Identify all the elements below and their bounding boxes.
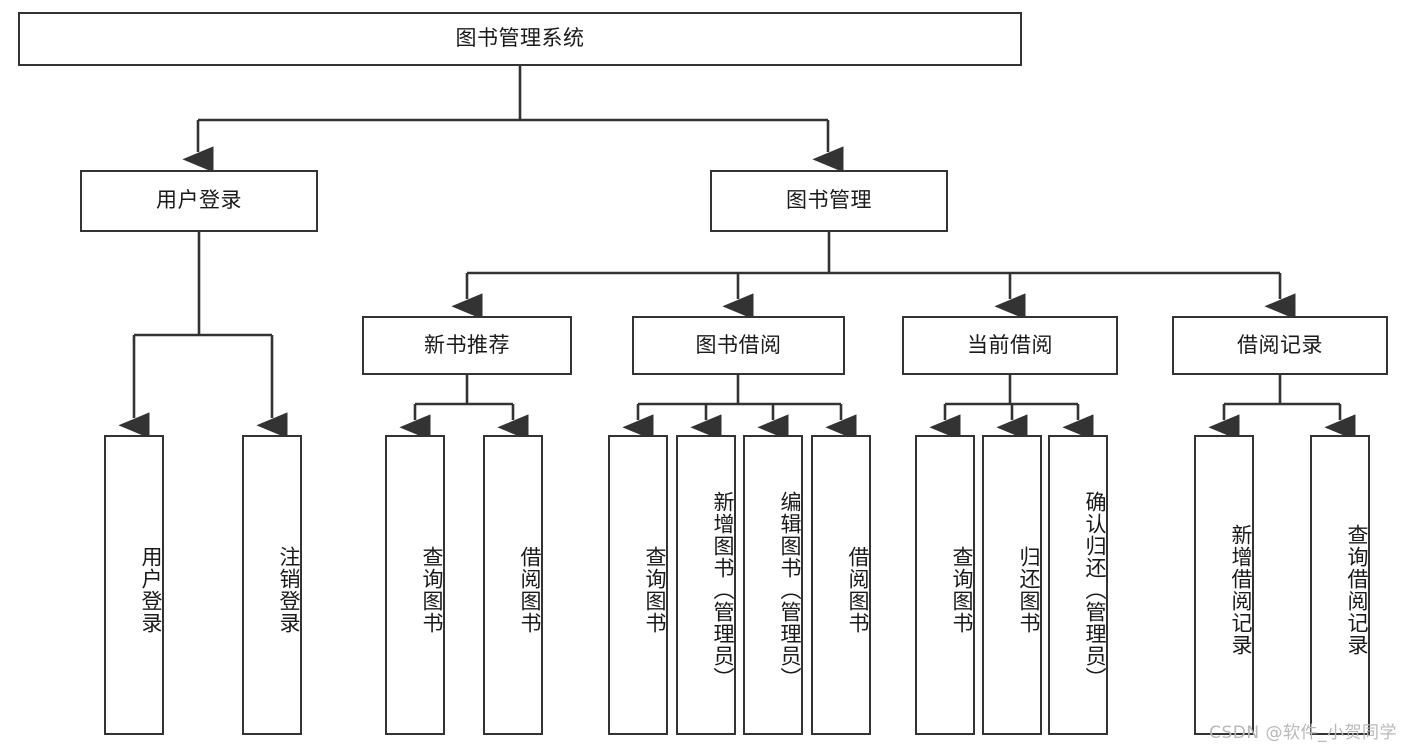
- node-user-login[interactable]: 用户登录: [80, 170, 318, 232]
- node-label: 查询图书: [643, 546, 667, 634]
- leaf-new-book-query-books[interactable]: 查询图书: [385, 435, 445, 735]
- csdn-watermark: CSDN @软件_小贺同学: [1209, 723, 1397, 743]
- node-label: 查询图书: [420, 546, 444, 634]
- leaf-new-book-borrow-books[interactable]: 借阅图书: [483, 435, 543, 735]
- leaf-current-borrow-confirm-return-admin[interactable]: 确认归还（管理员）: [1048, 435, 1108, 735]
- node-label: 借阅图书: [846, 546, 870, 634]
- node-label: 图书管理: [786, 188, 872, 213]
- node-label: 新增借阅记录: [1229, 524, 1253, 656]
- node-label: 注销登录: [277, 546, 301, 634]
- node-label: 借阅记录: [1237, 332, 1323, 357]
- node-label: 图书借阅: [695, 332, 782, 357]
- leaf-borrow-record-query-record[interactable]: 查询借阅记录: [1310, 435, 1370, 735]
- node-new-book-recommend[interactable]: 新书推荐: [362, 316, 572, 375]
- leaf-borrow-record-add-record[interactable]: 新增借阅记录: [1194, 435, 1254, 735]
- leaf-book-borrow-query-books[interactable]: 查询图书: [608, 435, 668, 735]
- node-label: 当前借阅: [967, 332, 1053, 357]
- leaf-current-borrow-return-books[interactable]: 归还图书: [982, 435, 1042, 735]
- leaf-book-borrow-add-book-admin[interactable]: 新增图书（管理员）: [676, 435, 736, 735]
- leaf-book-borrow-borrow-books[interactable]: 借阅图书: [811, 435, 871, 735]
- node-label: 新增图书（管理员）: [711, 491, 735, 689]
- leaf-user-login-logout[interactable]: 注销登录: [242, 435, 302, 735]
- node-current-borrow[interactable]: 当前借阅: [902, 316, 1118, 375]
- node-label: 新书推荐: [424, 332, 510, 357]
- node-label: 编辑图书（管理员）: [778, 491, 802, 689]
- node-root-book-management-system[interactable]: 图书管理系统: [18, 12, 1022, 66]
- node-label: 查询借阅记录: [1345, 524, 1369, 656]
- leaf-book-borrow-edit-book-admin[interactable]: 编辑图书（管理员）: [743, 435, 803, 735]
- leaf-current-borrow-query-books[interactable]: 查询图书: [915, 435, 975, 735]
- node-label: 图书管理系统: [455, 26, 585, 51]
- node-label: 查询图书: [950, 546, 974, 634]
- leaf-user-login-login[interactable]: 用户登录: [104, 435, 164, 735]
- node-label: 用户登录: [139, 546, 163, 634]
- node-label: 确认归还（管理员）: [1083, 491, 1107, 689]
- node-book-management[interactable]: 图书管理: [710, 170, 948, 232]
- node-label: 用户登录: [156, 188, 242, 213]
- node-label: 归还图书: [1017, 546, 1041, 634]
- node-borrow-record[interactable]: 借阅记录: [1172, 316, 1388, 375]
- node-book-borrow[interactable]: 图书借阅: [632, 316, 845, 375]
- node-label: 借阅图书: [518, 546, 542, 634]
